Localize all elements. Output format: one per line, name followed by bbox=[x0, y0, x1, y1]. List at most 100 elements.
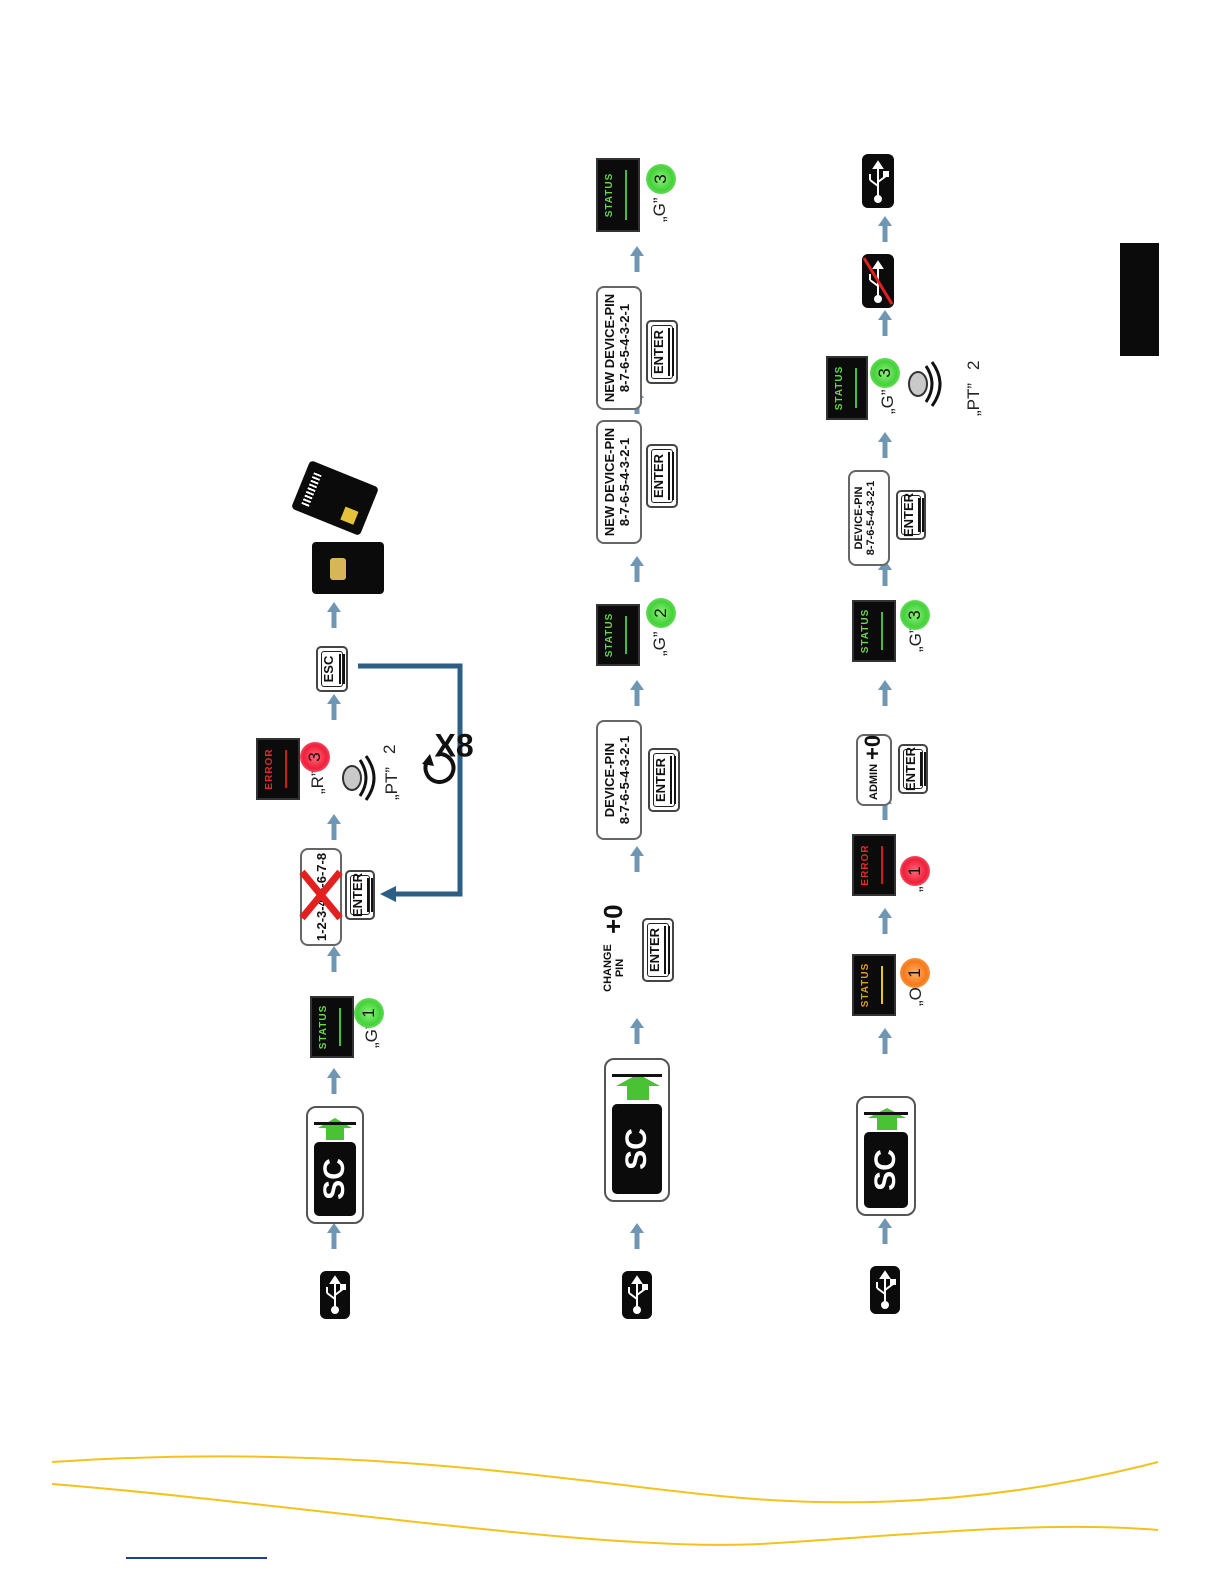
esc-key-label: ESC bbox=[321, 655, 336, 683]
enter-key[interactable]: ENTER bbox=[898, 744, 928, 794]
insert-arrow-icon bbox=[616, 1074, 660, 1100]
new-device-pin-value: 8-7-6-5-4-3-2-1 bbox=[617, 437, 632, 527]
status-display: STATUS bbox=[826, 356, 868, 420]
enter-key[interactable]: ENTER bbox=[642, 918, 674, 982]
repeat-icon bbox=[422, 752, 456, 784]
device-pin-value: 8-7-6-5-4-3-2-1 bbox=[617, 735, 632, 825]
display-text: STATUS bbox=[604, 612, 615, 658]
arrow-icon bbox=[630, 680, 644, 706]
arrow-icon bbox=[878, 680, 892, 706]
enter-key-label: ENTER bbox=[901, 492, 916, 538]
enter-key-label: ENTER bbox=[653, 757, 668, 803]
usb-icon bbox=[862, 154, 894, 208]
usb-icon bbox=[870, 1266, 900, 1314]
device-pin-box: DEVICE-PIN 8-7-6-5-4-3-2-1 bbox=[596, 720, 642, 840]
display-text: STATUS bbox=[860, 608, 871, 654]
arrow-icon bbox=[630, 556, 644, 582]
retry-loop-line bbox=[358, 663, 463, 902]
sc-label: SC bbox=[612, 1104, 662, 1194]
arrow-icon bbox=[327, 1223, 341, 1249]
usb-disconnected-icon bbox=[862, 254, 894, 308]
footer-wave-decoration bbox=[51, 1455, 1159, 1546]
arrow-icon bbox=[630, 1018, 644, 1044]
new-device-pin-box: NEW DEVICE-PIN 8-7-6-5-4-3-2-1 bbox=[596, 286, 642, 410]
device-pin-value: 8-7-6-5-4-3-2-1 bbox=[865, 480, 877, 556]
usb-icon bbox=[622, 1271, 652, 1319]
display-text: ERROR bbox=[264, 748, 275, 790]
arrow-icon bbox=[630, 846, 644, 872]
enter-key-label: ENTER bbox=[651, 329, 666, 375]
arrow-icon bbox=[630, 1223, 644, 1249]
led-red-badge: 1 bbox=[900, 856, 930, 886]
enter-key[interactable]: ENTER bbox=[646, 444, 678, 508]
arrow-icon bbox=[327, 1068, 341, 1094]
admin-key[interactable]: ADMIN +0 bbox=[856, 734, 892, 806]
error-display: ERROR bbox=[256, 738, 300, 800]
device-pin-label: DEVICE-PIN bbox=[853, 486, 865, 550]
error-display: ERROR bbox=[852, 834, 896, 896]
smartcard-back-icon bbox=[290, 460, 380, 536]
change-pin-key[interactable]: CHANGE PIN +0 bbox=[596, 900, 634, 1000]
arrow-icon bbox=[878, 1028, 892, 1054]
led-green-badge: 3 bbox=[870, 358, 900, 388]
led-label: „G” bbox=[906, 627, 925, 652]
chip-icon bbox=[330, 558, 346, 580]
new-device-pin-label: NEW DEVICE-PIN bbox=[602, 293, 617, 403]
enter-key-label: ENTER bbox=[903, 746, 918, 792]
sc-label: SC bbox=[314, 1142, 356, 1216]
status-display: STATUS bbox=[596, 604, 640, 666]
esc-key[interactable]: ESC bbox=[316, 646, 348, 692]
enter-key[interactable]: ENTER bbox=[648, 748, 680, 812]
repeat-count: X8 bbox=[434, 727, 474, 764]
enter-key[interactable]: ENTER bbox=[646, 320, 678, 384]
smartcard-insert-icon: SC bbox=[856, 1096, 916, 1216]
new-device-pin-box: NEW DEVICE-PIN 8-7-6-5-4-3-2-1 bbox=[596, 420, 642, 544]
sc-slot-line bbox=[314, 1122, 356, 1125]
speaker-icon bbox=[908, 361, 942, 407]
enter-key-label: ENTER bbox=[647, 927, 662, 973]
arrow-icon bbox=[878, 1218, 892, 1244]
led-label: „G” bbox=[650, 197, 669, 222]
display-text: STATUS bbox=[318, 1004, 329, 1050]
arrow-icon bbox=[878, 310, 892, 336]
sc-slot-line bbox=[864, 1112, 908, 1115]
device-pin-label: DEVICE-PIN bbox=[602, 742, 617, 818]
display-text: ERROR bbox=[860, 844, 871, 886]
pt-label: „PT” bbox=[964, 382, 983, 416]
led-green-badge: 3 bbox=[900, 600, 930, 630]
led-red-badge: 3 bbox=[300, 742, 330, 772]
arrow-icon bbox=[630, 246, 644, 272]
led-label: „G” bbox=[650, 631, 669, 656]
arrow-icon bbox=[878, 432, 892, 458]
side-tab-marker bbox=[1120, 243, 1159, 356]
cross-icon bbox=[299, 869, 343, 921]
new-device-pin-label: NEW DEVICE-PIN bbox=[602, 427, 617, 537]
led-label: „R” bbox=[308, 770, 327, 794]
usb-icon bbox=[320, 1271, 350, 1319]
new-device-pin-value: 8-7-6-5-4-3-2-1 bbox=[617, 303, 632, 393]
smartcard-insert-icon: SC bbox=[604, 1058, 670, 1202]
arrow-icon bbox=[327, 946, 341, 972]
status-display: STATUS bbox=[596, 158, 640, 232]
display-text: STATUS bbox=[860, 962, 871, 1008]
arrow-icon bbox=[327, 602, 341, 628]
sc-slot-line bbox=[612, 1074, 662, 1077]
led-green-badge: 1 bbox=[354, 998, 384, 1028]
plus-zero-label: +0 bbox=[598, 904, 628, 934]
speaker-icon bbox=[342, 755, 376, 801]
led-label: „G” bbox=[878, 389, 897, 414]
sc-label: SC bbox=[864, 1132, 908, 1208]
status-display: STATUS bbox=[852, 600, 896, 662]
status-display: STATUS bbox=[310, 996, 354, 1058]
led-green-badge: 3 bbox=[646, 164, 676, 194]
pt-count: 2 bbox=[964, 360, 983, 370]
device-pin-box: DEVICE-PIN 8-7-6-5-4-3-2-1 bbox=[848, 470, 890, 566]
admin-label: ADMIN bbox=[868, 763, 880, 800]
display-text: STATUS bbox=[604, 172, 615, 218]
enter-key[interactable]: ENTER bbox=[896, 490, 926, 540]
led-orange-badge: 1 bbox=[900, 958, 930, 988]
footer-link-underline bbox=[126, 1557, 267, 1559]
arrow-icon bbox=[878, 216, 892, 242]
enter-key-label: ENTER bbox=[651, 453, 666, 499]
